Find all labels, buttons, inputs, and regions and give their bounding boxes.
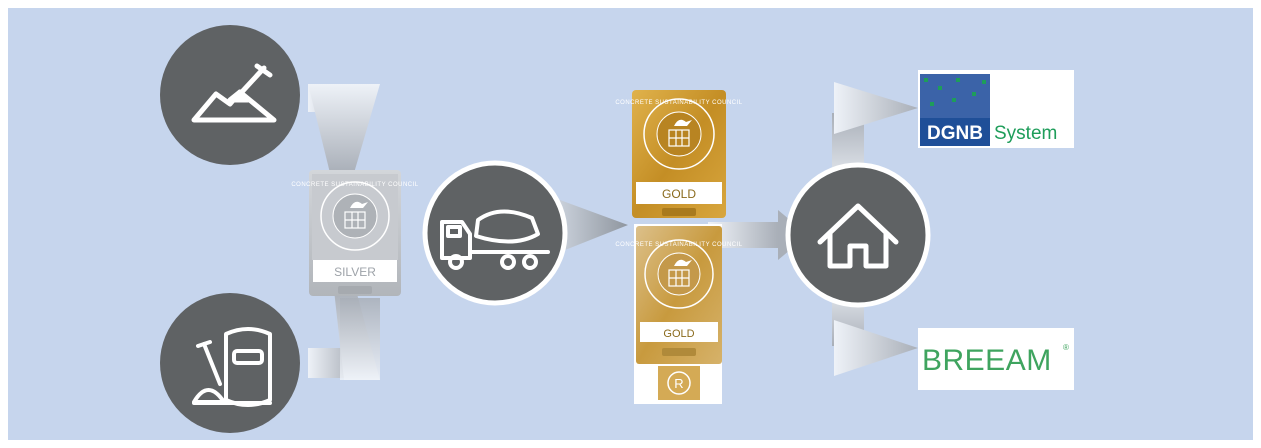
breeam-trademark: ® — [1063, 343, 1069, 352]
gold-r-level-label: GOLD — [663, 328, 694, 340]
excavation-mound-icon — [191, 63, 277, 123]
gold-ring-text: CONCRETE SUSTAINABILITY COUNCIL — [615, 100, 742, 106]
house-icon — [817, 203, 899, 269]
arrow-truck-to-gold — [560, 200, 628, 252]
dgnb-abbr: DGNB — [927, 123, 983, 144]
gold-r-grid-icon — [668, 269, 690, 287]
diagram-panel: CONCRETE SUSTAINABILITY COUNCIL SILVER — [8, 8, 1253, 440]
silver-ring-text: CONCRETE SUSTAINABILITY COUNCIL — [291, 182, 418, 188]
building-node — [785, 162, 931, 308]
concrete-mixer-truck-icon — [440, 209, 550, 270]
cement-bag-node — [160, 293, 300, 433]
silver-bird-icon — [350, 201, 368, 208]
supply-chain-diagram: CONCRETE SUSTAINABILITY COUNCIL SILVER — [160, 25, 1074, 433]
dgnb-logo: DGNB System — [918, 70, 1074, 148]
arrow-raw-to-silver — [308, 84, 380, 173]
arrow-cement-to-silver — [308, 290, 380, 380]
raw-material-node — [160, 25, 300, 165]
gold-r-ring-text: CONCRETE SUSTAINABILITY COUNCIL — [615, 242, 742, 248]
silver-grid-icon — [344, 211, 366, 229]
gold-bird-icon — [674, 119, 692, 126]
concrete-truck-node — [422, 160, 568, 306]
dgnb-dot-pattern — [920, 74, 990, 118]
silver-badge: CONCRETE SUSTAINABILITY COUNCIL SILVER — [291, 170, 418, 296]
gold-r-badge: CONCRETE SUSTAINABILITY COUNCIL GOLD R — [615, 224, 742, 404]
dgnb-word: System — [994, 123, 1057, 144]
gold-grid-icon — [668, 129, 690, 147]
cement-bag-icon — [192, 327, 272, 407]
silver-level-label: SILVER — [334, 265, 376, 279]
gold-r-mark: R — [674, 376, 683, 391]
gold-level-label: GOLD — [662, 187, 696, 201]
breeam-logo: BREEAM ® — [918, 328, 1074, 390]
gold-r-bird-icon — [674, 259, 692, 266]
gold-badge: CONCRETE SUSTAINABILITY COUNCIL GOLD — [615, 90, 742, 218]
breeam-word: BREEAM — [922, 344, 1052, 377]
